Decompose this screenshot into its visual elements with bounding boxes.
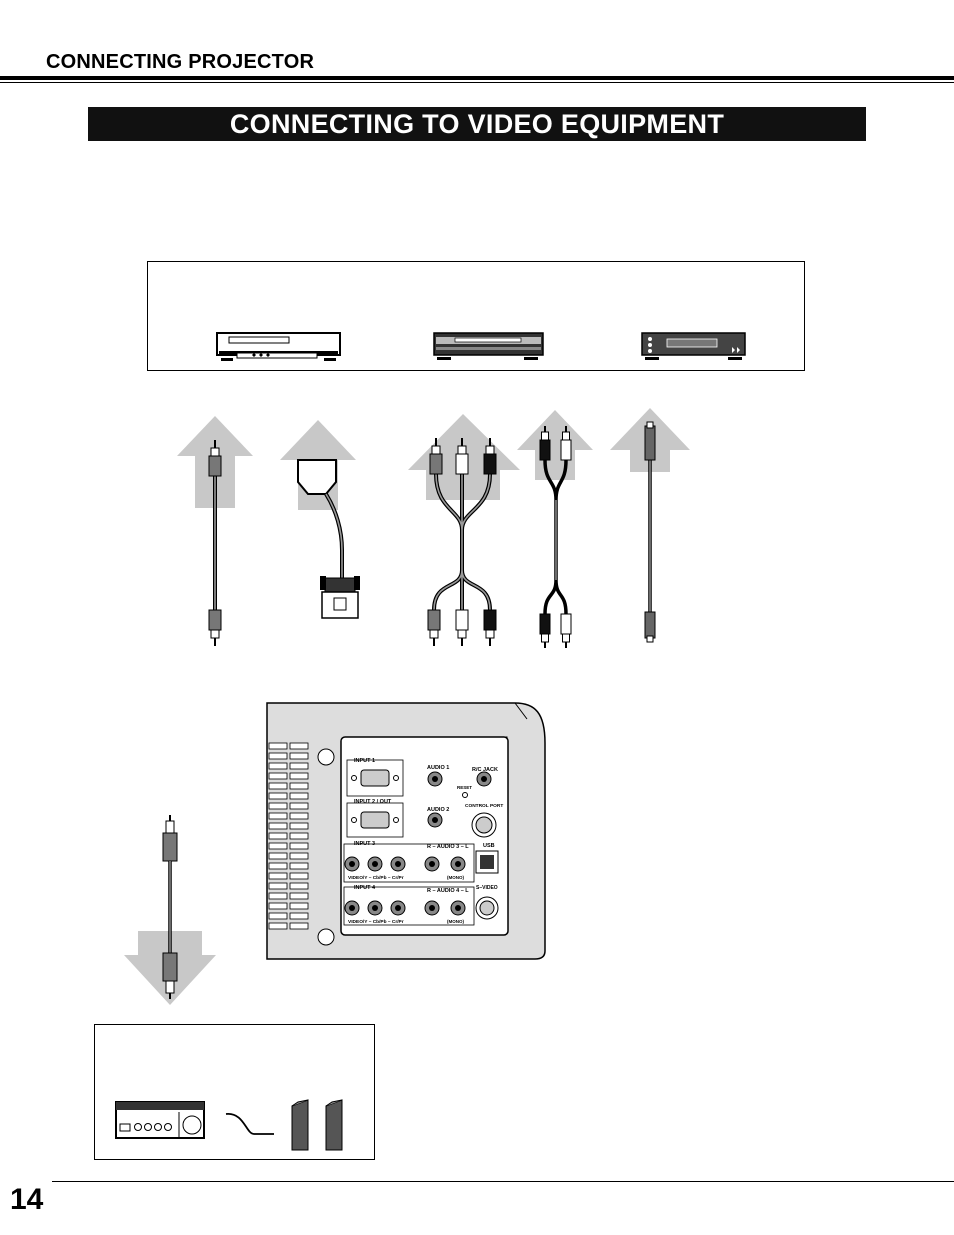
projector-back-panel: INPUT 1 AUDIO 1 R/C JACK RESET INPUT 2 /… xyxy=(266,702,546,960)
dvd-player-icon xyxy=(641,332,746,360)
reset-label: RESET xyxy=(457,785,472,790)
r-audio4-label: R – AUDIO 4 – L xyxy=(427,888,469,894)
mono3-label: (MONO) xyxy=(447,875,464,880)
input4-label: INPUT 4 xyxy=(354,885,376,891)
audio-equipment-illustration xyxy=(115,1099,343,1151)
vcr-icon xyxy=(216,332,341,361)
input3-label: INPUT 3 xyxy=(354,841,375,847)
page-title: CONNECTING TO VIDEO EQUIPMENT xyxy=(88,107,866,141)
s-video-label: S–VIDEO xyxy=(476,885,498,891)
control-port-label: CONTROL PORT xyxy=(465,803,503,809)
r-audio3-label: R – AUDIO 3 – L xyxy=(427,844,469,850)
cable-illustrations xyxy=(177,408,690,648)
video-disc-player-icon xyxy=(433,332,544,360)
video-row3-label: VIDEO/Y – Cb/Pb – Cr/Pr xyxy=(348,875,404,881)
video-row4-label: VIDEO/Y – Cb/Pb – Cr/Pr xyxy=(348,919,404,925)
header-rule-thin xyxy=(0,82,954,83)
usb-label: USB xyxy=(483,843,495,849)
input1-label: INPUT 1 xyxy=(354,758,375,764)
audio-amplifier-icon xyxy=(115,1101,205,1139)
section-header: CONNECTING PROJECTOR xyxy=(46,51,315,73)
page-number: 14 xyxy=(10,1183,44,1216)
input2-label: INPUT 2 / OUT xyxy=(354,799,392,805)
audio1-label: AUDIO 1 xyxy=(427,765,449,771)
header-rule xyxy=(0,76,954,80)
video-cable xyxy=(177,416,253,647)
audio-cable xyxy=(517,410,593,648)
audio-out-cable xyxy=(124,815,216,1005)
speaker-icon xyxy=(325,1099,343,1151)
footer-rule xyxy=(52,1181,954,1182)
component-video-cable xyxy=(408,414,520,647)
s-video-cable xyxy=(610,408,690,643)
scart-cable xyxy=(280,420,360,619)
speaker-wire xyxy=(225,1113,274,1135)
video-equipment-illustration xyxy=(216,332,746,361)
mono4-label: (MONO) xyxy=(447,919,464,924)
speaker-icon xyxy=(291,1099,309,1151)
audio2-label: AUDIO 2 xyxy=(427,807,449,813)
rc-jack-label: R/C JACK xyxy=(472,767,498,773)
